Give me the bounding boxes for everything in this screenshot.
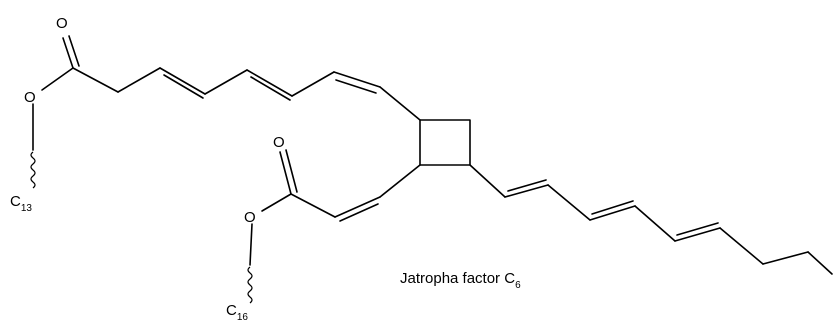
wavy-bond-2 [247,266,253,304]
carbonyl-bond-1b [68,35,80,67]
ester-bond-1 [41,67,74,91]
chain-bond [547,184,591,221]
chain-bond [634,205,676,242]
chain-bond [204,69,248,95]
cyclobutane-ring [419,119,471,166]
chain-bond [379,86,421,121]
carbonyl-bond-2a [279,151,292,195]
chain-bond [469,164,506,198]
ester-bond-2 [261,193,292,212]
wavy-bond-1 [30,151,36,189]
double-bond-e5-inner [676,222,719,236]
chain-bond [117,67,161,93]
double-bond-e1-inner [163,74,204,99]
figure-caption: Jatropha factor C6 [400,270,521,291]
atom-o-carbonyl-1: O [56,15,68,32]
double-bond-e3-inner [507,179,547,192]
double-bond-e4-inner [591,200,634,215]
chain-bond [291,71,335,97]
double-bond-e4 [589,205,636,221]
chain-bond [379,164,421,198]
ring [419,119,471,166]
ester-o-link-2 [249,223,253,266]
upper-polyene-chain [72,67,421,121]
attachment-label-c16: C16 [226,302,248,323]
atom-o-ester-1: O [24,89,36,106]
double-bond-z2-inner [339,203,379,222]
double-bond-z2 [334,196,381,218]
chain-bond [762,251,809,265]
double-bond-e5 [674,227,721,242]
chain-bond [807,251,833,275]
right-polyene-tail [469,164,833,275]
upper-ester-group [30,35,80,189]
double-bond-z1 [333,71,381,88]
atom-o-carbonyl-2: O [273,134,285,151]
double-bond-e3 [504,184,549,198]
attachment-label-c13: C13 [10,193,32,214]
carbonyl-bond-2b [285,149,298,193]
carbonyl-bond-1a [62,37,74,69]
lower-ester-group [247,149,421,304]
double-bond-e2 [246,69,293,97]
chain-bond [72,67,119,93]
double-bond-z1-inner [335,79,377,94]
double-bond-e1 [159,67,206,95]
double-bond-e2-inner [250,76,291,101]
atom-o-ester-2: O [244,209,256,226]
chain-bond [290,193,336,218]
chain-bond [719,227,764,265]
